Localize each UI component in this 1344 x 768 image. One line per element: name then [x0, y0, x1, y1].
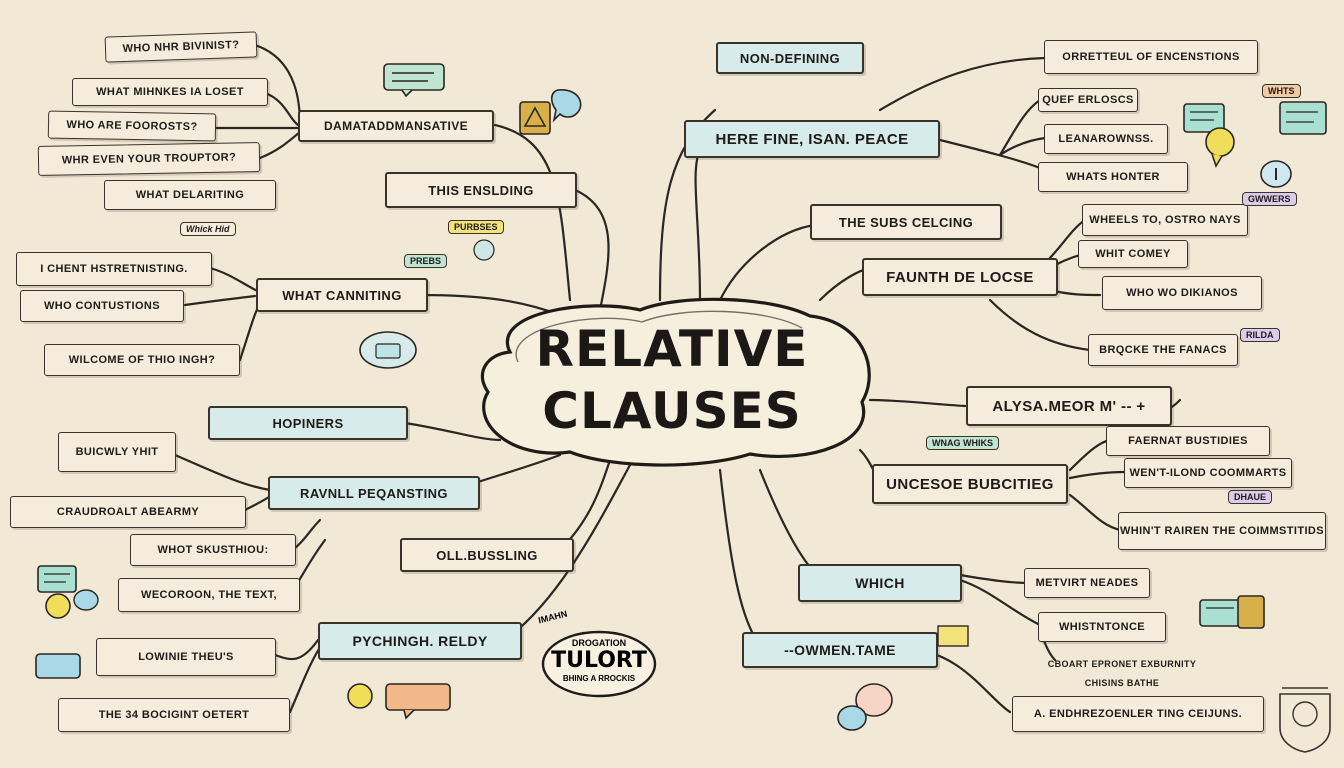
- tag-dhaue[interactable]: DHAUE: [1228, 490, 1273, 504]
- tag-gwwers[interactable]: GWWERS: [1242, 192, 1297, 206]
- node-quef-erloscs[interactable]: QUEF ERLOSCS: [1038, 88, 1138, 112]
- tag-wnag[interactable]: WNAG WHIKS: [926, 436, 999, 450]
- node-pychingh[interactable]: PYCHINGH. RELDY: [318, 622, 522, 660]
- warning-bubble-icon: [519, 89, 582, 135]
- speech-bubble-icon: [383, 63, 445, 98]
- node-what-canniting[interactable]: WHAT CANNITING: [256, 278, 428, 312]
- tag-whts[interactable]: WHTS: [1262, 84, 1301, 98]
- node-whats-honter[interactable]: WHATS HONTER: [1038, 162, 1188, 192]
- node-leanarownss[interactable]: LEANAROWNSS.: [1044, 124, 1168, 154]
- node-whistntonce[interactable]: WHISTNTONCE: [1038, 612, 1166, 642]
- node-went-ilond[interactable]: WEN'T-ILOND COOMMARTS: [1124, 458, 1292, 488]
- node-lowinie[interactable]: LOWINIE THEU'S: [96, 638, 276, 676]
- sticky-note-icon: [937, 625, 969, 647]
- node-alysa[interactable]: ALYSA.MEOR M' -- +: [966, 386, 1172, 426]
- node-what-mihnkes[interactable]: WHAT MIHNKES IA LOSET: [72, 78, 268, 106]
- node-subs-celcing[interactable]: THE SUBS CELCING: [810, 204, 1002, 240]
- node-endhrezoenler[interactable]: A. ENDHREZOENLER TING CEIJUNS.: [1012, 696, 1264, 732]
- tutor-small-label: DROGATION: [571, 638, 627, 648]
- node-craudroalt[interactable]: CRAUDROALT ABEARMY: [10, 496, 246, 528]
- node-chisins[interactable]: CHISINS BATHE: [1084, 678, 1160, 688]
- node-hopiners[interactable]: HOPINERS: [208, 406, 408, 440]
- central-title-line2: CLAUSES: [542, 382, 802, 440]
- note-bubbles-icon: [1199, 595, 1265, 629]
- node-faernat[interactable]: FAERNAT BUSTIDIES: [1106, 426, 1270, 456]
- node-faunth[interactable]: FAUNTH DE LOCSE: [862, 258, 1058, 296]
- node-oll-bussling[interactable]: OLL.BUSSLING: [400, 538, 574, 572]
- central-topic[interactable]: RELATIVE CLAUSES: [470, 292, 874, 468]
- bubble-icon: [473, 239, 495, 261]
- central-title-line1: RELATIVE: [535, 320, 809, 378]
- sticker-icon: [359, 331, 417, 369]
- tag-rilda[interactable]: RILDA: [1240, 328, 1280, 342]
- node-brqcke[interactable]: BRQCKE THE FANACS: [1088, 334, 1238, 366]
- node-wheels-to[interactable]: WHEELS TO, OSTRO NAYS: [1082, 204, 1248, 236]
- node-ravnll[interactable]: RAVNLL PEQANSTING: [268, 476, 480, 510]
- comment-bubble-icon: [347, 683, 451, 720]
- chat-bubbles-icon: [1183, 103, 1235, 168]
- tutor-big-label: TULORT: [551, 648, 647, 673]
- node-this-ensling[interactable]: THIS ENSLDING: [385, 172, 577, 208]
- stamp-icon: [1279, 687, 1331, 753]
- node-what-comey[interactable]: WHIT COMEY: [1078, 240, 1188, 268]
- node-non-defining[interactable]: NON-DEFINING: [716, 42, 864, 74]
- node-cboart[interactable]: CBOART EPRONET EXBURNITY: [1047, 659, 1197, 669]
- node-metvirt[interactable]: METVIRT NEADES: [1024, 568, 1150, 598]
- info-bubble-icon: [1260, 160, 1292, 188]
- node-whot-skusthiou[interactable]: WHOT SKUSTHIOU:: [130, 534, 296, 566]
- node-damatad[interactable]: DAMATADDMANSATIVE: [298, 110, 494, 142]
- question-bubbles-icon: [837, 683, 893, 731]
- node-who-wo-dikianos[interactable]: WHO WO DIKIANOS: [1102, 276, 1262, 310]
- tutor-badge[interactable]: IMAHN DROGATION TULORT BHING A RROCKIS: [537, 609, 658, 698]
- tag-purbes[interactable]: PURBSES: [448, 220, 504, 234]
- message-icon: [1279, 101, 1327, 135]
- node-who-are-foorosts[interactable]: WHO ARE FOOROSTS?: [47, 110, 217, 142]
- node-uncesoe[interactable]: UNCESOE BUBCITIEG: [872, 464, 1068, 504]
- dialog-bubble-icon: [35, 653, 81, 679]
- node-who-contustions[interactable]: WHO CONTUSTIONS: [20, 290, 184, 322]
- node-wecoroon[interactable]: WECOROON, THE TEXT,: [118, 578, 300, 612]
- node-buicwly[interactable]: BUICWLY YHIT: [58, 432, 176, 472]
- node-whin-raren[interactable]: WHIN'T RAIREN THE COIMMSTITIDS: [1118, 512, 1326, 550]
- node-owmen-tame[interactable]: --OWMEN.TAME: [742, 632, 938, 668]
- tutor-bottom-label: BHING A RROCKIS: [562, 674, 636, 683]
- chat-emoji-icon: [37, 565, 99, 619]
- node-who-nhr-bivinist[interactable]: WHO NHR BIVINIST?: [104, 31, 258, 63]
- node-i-chent[interactable]: I CHENT HSTRETNISTING.: [16, 252, 212, 286]
- node-welcome-thio[interactable]: WILCOME OF THIO INGH?: [44, 344, 240, 376]
- tag-whick[interactable]: Whick Hid: [180, 222, 236, 236]
- node-what-delarting[interactable]: WHAT DELARITING: [104, 180, 276, 210]
- node-here-fine[interactable]: HERE FINE, ISAN. PEACE: [684, 120, 940, 158]
- tag-prebs[interactable]: PREBS: [404, 254, 448, 268]
- node-which[interactable]: WHICH: [798, 564, 962, 602]
- node-the-34[interactable]: THE 34 BOCIGINT OETERT: [58, 698, 290, 732]
- node-whr-even-your[interactable]: WHR EVEN YOUR TROUPTOR?: [37, 142, 261, 176]
- node-orretteul[interactable]: ORRETTEUL OF ENCENSTIONS: [1044, 40, 1258, 74]
